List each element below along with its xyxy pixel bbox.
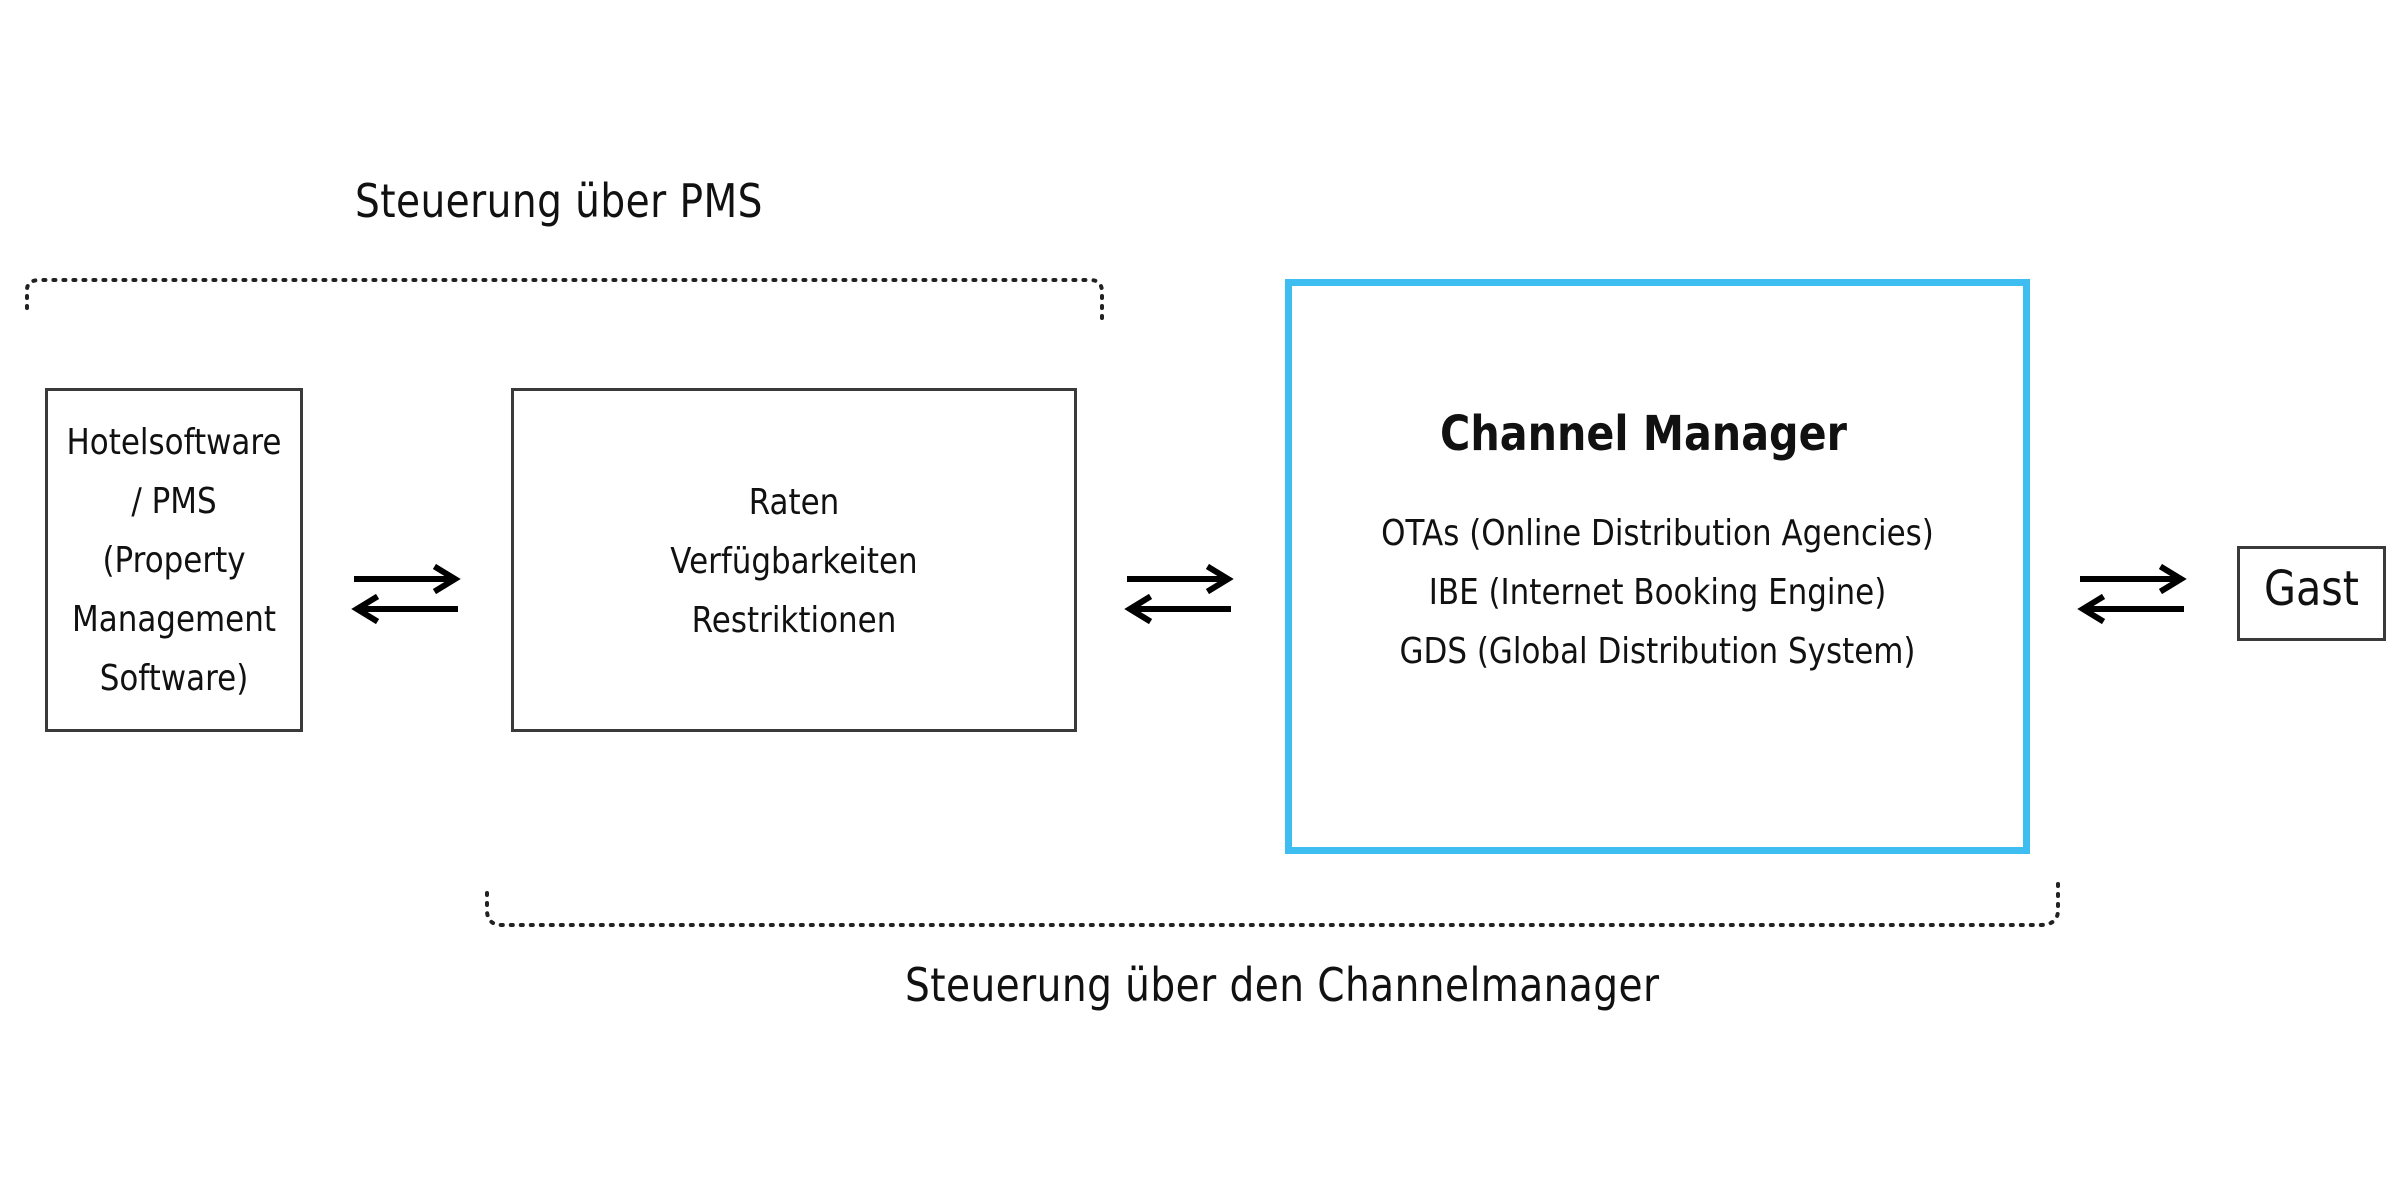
rates-box-line: Verfügbarkeiten <box>670 541 918 582</box>
pms-box: Hotelsoftware / PMS (Property Management… <box>45 388 303 732</box>
bidirectional-arrow-icon <box>1124 563 1234 625</box>
pms-box-line: Software) <box>99 658 249 699</box>
channel-manager-box: Channel Manager OTAs (Online Distributio… <box>1285 279 2030 854</box>
bidirectional-arrow-icon <box>2077 563 2187 625</box>
rates-box-line: Raten <box>748 482 840 523</box>
pms-box-line: / PMS <box>131 481 217 522</box>
bottom-dotted-bracket <box>485 875 2060 927</box>
channel-list-item: IBE (Internet Booking Engine) <box>1428 572 1887 613</box>
bottom-bracket-label: Steuerung über den Channelmanager <box>905 958 1660 1012</box>
rates-box-line: Restriktionen <box>691 600 897 641</box>
guest-box: Gast <box>2237 546 2386 641</box>
channel-manager-title: Channel Manager <box>1440 406 1847 462</box>
bidirectional-arrow-icon <box>351 563 461 625</box>
pms-box-line: (Property <box>102 540 246 581</box>
top-bracket-label: Steuerung über PMS <box>355 174 763 228</box>
rates-availability-box: Raten Verfügbarkeiten Restriktionen <box>511 388 1077 732</box>
channel-list-item: OTAs (Online Distribution Agencies) <box>1381 513 1934 554</box>
guest-label: Gast <box>2264 561 2359 617</box>
pms-box-line: Hotelsoftware <box>66 422 282 463</box>
pms-box-line: Management <box>72 599 276 640</box>
channel-list-item: GDS (Global Distribution System) <box>1399 631 1916 672</box>
top-dotted-bracket <box>25 278 1104 327</box>
